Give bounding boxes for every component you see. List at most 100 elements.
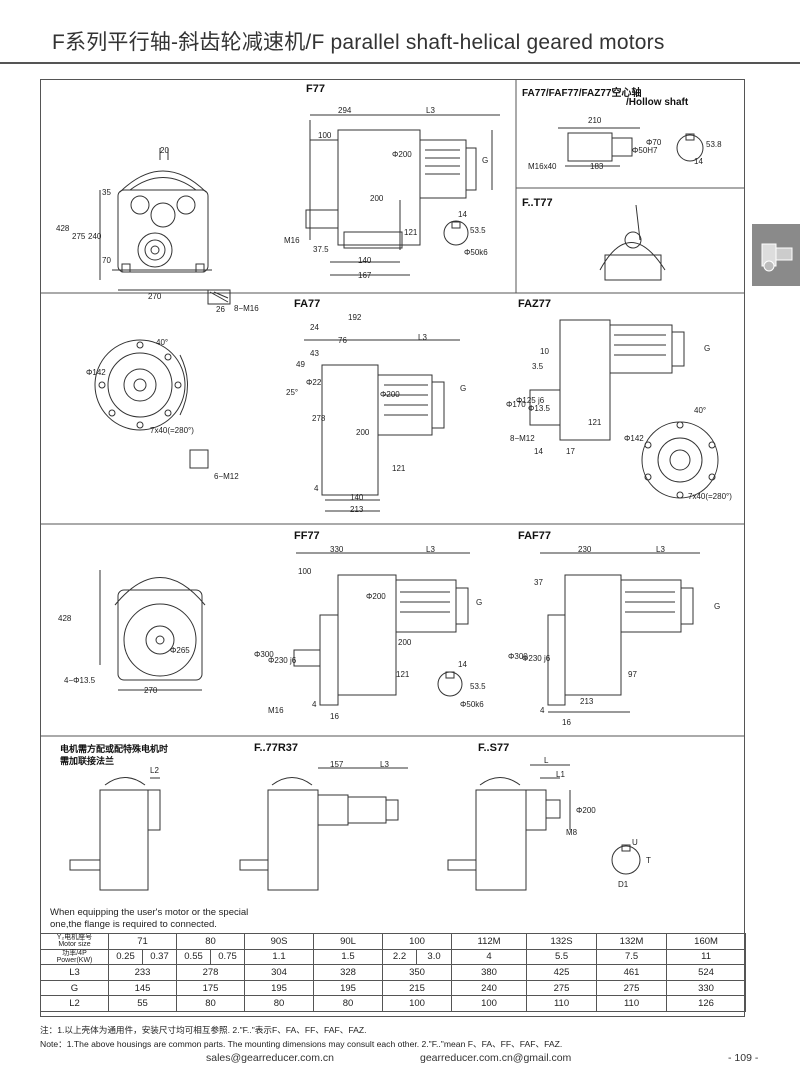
dim-16-faf77: 16 — [562, 718, 571, 727]
adapter-note-en2: one,the flange is required to connected. — [50, 919, 217, 930]
table-row: L3 233 278 304 328 350 380 425 461 524 — [40, 964, 747, 981]
dim-210: 210 — [588, 116, 602, 125]
dim-275: 275 — [72, 232, 86, 241]
dim-49: 49 — [296, 360, 305, 369]
dim-dia265: Φ265 — [170, 646, 190, 655]
dim-538: 53.8 — [706, 140, 722, 149]
dim-l3-f77: L3 — [426, 106, 435, 115]
dim-dia70: Φ70 — [646, 138, 662, 147]
adapter-note-cn1: 电机需方配或配特殊电机时 — [60, 744, 169, 754]
adapter-note-en1: When equipping the user's motor or the s… — [50, 907, 249, 918]
dim-240: 240 — [88, 232, 102, 241]
table-row: L2 55 80 80 80 100 100 110 110 126 — [40, 995, 747, 1012]
dim-4-faf77: 4 — [540, 706, 545, 715]
label-fr37: F..77R37 — [254, 742, 299, 754]
dim-dia50h7: Φ50H7 — [632, 146, 658, 155]
ft77-view — [600, 205, 665, 280]
dim-dia50k6-f77: Φ50k6 — [464, 248, 488, 257]
dim-35: 35 — [102, 188, 111, 197]
dim-m16-ff77: M16 — [268, 706, 284, 715]
dim-l: L — [544, 756, 549, 765]
dim-4-ff77: 4 — [312, 700, 317, 709]
dim-25deg: 25° — [286, 388, 299, 397]
label-f77: F77 — [306, 83, 325, 95]
dim-14-hollow: 14 — [694, 157, 703, 166]
dim-26: 26 — [216, 305, 225, 314]
dim-270: 270 — [148, 292, 162, 301]
dim-7x40-faz: 7x40(=280°) — [688, 492, 732, 501]
label-faz77: FAZ77 — [518, 298, 552, 310]
dim-192: 192 — [348, 313, 362, 322]
dim-dia170: Φ170 — [506, 400, 526, 409]
technical-drawings — [70, 115, 718, 890]
page-title: F系列平行轴-斜齿轮减速机/F parallel shaft-helical g… — [52, 31, 665, 54]
dim-dia135-faz: Φ13.5 — [528, 404, 550, 413]
dim-121-f77: 121 — [404, 228, 418, 237]
dim-14-ff77: 14 — [458, 660, 467, 669]
dim-g-faz: G — [704, 344, 711, 353]
dim-20: 20 — [160, 146, 169, 155]
fr37-view — [240, 768, 408, 890]
note-en: Note：1.The above housings are common par… — [40, 1039, 563, 1049]
dim-g-ff77: G — [476, 598, 483, 607]
dim-428: 428 — [56, 224, 70, 233]
dim-200-fa77: 200 — [356, 428, 370, 437]
dim-24: 24 — [310, 323, 319, 332]
dim-4-fa77: 4 — [314, 484, 319, 493]
dim-l3-ff77: L3 — [426, 545, 435, 554]
dim-213-fa77: 213 — [350, 505, 364, 514]
dim-14-faz: 14 — [534, 447, 543, 456]
dim-dia200-ff77: Φ200 — [366, 592, 386, 601]
fs77-view — [448, 765, 640, 890]
dim-97: 97 — [628, 670, 637, 679]
dim-g-faf77: G — [714, 602, 721, 611]
label-ft77: F..T77 — [522, 197, 553, 209]
dim-70: 70 — [102, 256, 111, 265]
dim-l2: L2 — [150, 766, 159, 775]
dim-m16: M16 — [284, 236, 300, 245]
dim-d1: D1 — [618, 880, 629, 889]
footer-email-sales[interactable]: sales@gearreducer.com.cn — [206, 1052, 334, 1064]
dim-37: 37 — [534, 578, 543, 587]
dim-dia230-ff77: Φ230 j6 — [268, 656, 297, 665]
dim-l3-fr37: L3 — [380, 760, 389, 769]
dim-dia200-f77: Φ200 — [392, 150, 412, 159]
dim-428-ff77: 428 — [58, 614, 72, 623]
dim-dia230-faf77: Φ230 j6 — [522, 654, 551, 663]
dim-35b: 3.5 — [532, 362, 544, 371]
footer-email-gmail[interactable]: gearreducer.com.cn@gmail.com — [420, 1052, 572, 1064]
dim-121-ff77: 121 — [396, 670, 410, 679]
ff77-side-view — [294, 553, 470, 705]
dim-10: 10 — [540, 347, 549, 356]
dim-100-f77: 100 — [318, 131, 332, 140]
drawing-frame — [40, 79, 745, 1017]
table-row: G 145 175 195 195 215 240 275 275 330 — [40, 979, 747, 997]
dim-121-fa77: 121 — [392, 464, 406, 473]
dim-dia200-fa77: Φ200 — [380, 390, 400, 399]
dim-535-ff77: 53.5 — [470, 682, 486, 691]
side-tab[interactable] — [752, 224, 800, 286]
dim-l1: L1 — [556, 770, 565, 779]
dim-t: T — [646, 856, 651, 865]
label-fa77-hollow: FA77/FAF77/FAZ77空心轴 — [522, 88, 642, 99]
faf77-side-view — [540, 553, 700, 712]
dim-6m12: 6−M12 — [214, 472, 239, 481]
dim-u: U — [632, 838, 638, 847]
label-hollow-shaft: /Hollow shaft — [626, 97, 689, 108]
dim-8m12: 8−M12 — [510, 434, 535, 443]
label-fs77: F..S77 — [478, 742, 510, 754]
label-fa77: FA77 — [294, 298, 321, 310]
dim-535-f77: 53.5 — [470, 226, 486, 235]
f77-side-view — [306, 115, 500, 275]
dim-16-ff77: 16 — [330, 712, 339, 721]
dim-270-ff77: 270 — [144, 686, 158, 695]
dim-7x40-fa77: 7x40(=280°) — [150, 426, 194, 435]
dim-g-fa77: G — [460, 384, 467, 393]
fa77-side-view — [304, 340, 460, 511]
dim-m8: M8 — [566, 828, 578, 837]
dim-157: 157 — [330, 760, 344, 769]
f77-front-view — [100, 148, 212, 290]
dim-dia142-faz: Φ142 — [624, 434, 644, 443]
